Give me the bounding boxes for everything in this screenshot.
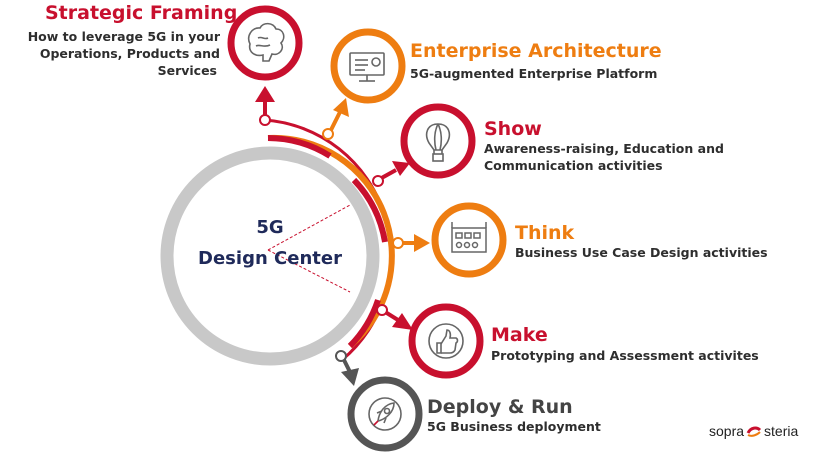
step-desc-make: Prototyping and Assessment activites [491, 348, 759, 363]
arrowhead-think [414, 234, 430, 252]
node-strategic [259, 114, 271, 126]
brain-icon [247, 22, 285, 62]
enterprise-architecture-badge [330, 28, 406, 104]
arrowhead-show [392, 161, 410, 176]
logo-text-right: steria [764, 423, 799, 439]
show-badge [400, 103, 476, 179]
step-desc-show-2: Communication activities [484, 158, 663, 173]
red-segment [347, 299, 381, 349]
node-deploy [335, 350, 347, 362]
node-show [372, 175, 384, 187]
arrowhead-enterprise [333, 98, 349, 117]
step-desc-strategic-framing-2: Operations, Products and [39, 46, 220, 61]
sopra-steria-logo: sopra steria [709, 423, 798, 439]
arrowhead-make [392, 313, 413, 330]
hot-air-balloon-icon [425, 123, 451, 162]
monitor-icon [349, 52, 385, 82]
rocket-icon [368, 397, 402, 431]
step-title-strategic-framing: Strategic Framing [45, 2, 238, 24]
arrowhead-deploy [341, 368, 359, 386]
red-segment [267, 135, 332, 159]
red-segment [351, 177, 388, 243]
node-make [376, 304, 388, 316]
node-enterprise [322, 128, 334, 140]
step-title-make: Make [491, 324, 548, 346]
step-desc-strategic-framing-3: Services [157, 63, 217, 78]
logo-mark-icon [746, 426, 762, 437]
step-desc-strategic-framing-1: How to leverage 5G in your [27, 29, 220, 44]
center-title-line1: 5G [256, 217, 284, 238]
step-desc-think: Business Use Case Design activities [515, 245, 768, 260]
thumbs-up-icon [428, 323, 464, 359]
step-title-think: Think [515, 222, 575, 244]
step-desc-show-1: Awareness-raising, Education and [484, 141, 724, 156]
deploy-run-badge [347, 376, 423, 452]
node-think [392, 237, 404, 249]
center-ring [160, 146, 380, 366]
step-desc-enterprise-architecture: 5G-augmented Enterprise Platform [410, 66, 658, 81]
make-badge [408, 303, 484, 379]
step-title-deploy-run: Deploy & Run [427, 396, 573, 418]
connector-enterprise [328, 111, 342, 133]
guide-line [267, 204, 351, 251]
guide-line [267, 249, 351, 293]
think-badge [431, 202, 507, 278]
step-title-show: Show [484, 118, 542, 140]
center-title-line2: Design Center [198, 248, 342, 269]
step-title-enterprise-architecture: Enterprise Architecture [410, 40, 662, 62]
logo-text-left: sopra [709, 423, 745, 439]
arrowhead-strategic [255, 86, 275, 102]
step-desc-deploy-run: 5G Business deployment [427, 419, 601, 434]
strategic-framing-badge [227, 5, 303, 81]
circuit-board-icon [451, 222, 487, 253]
